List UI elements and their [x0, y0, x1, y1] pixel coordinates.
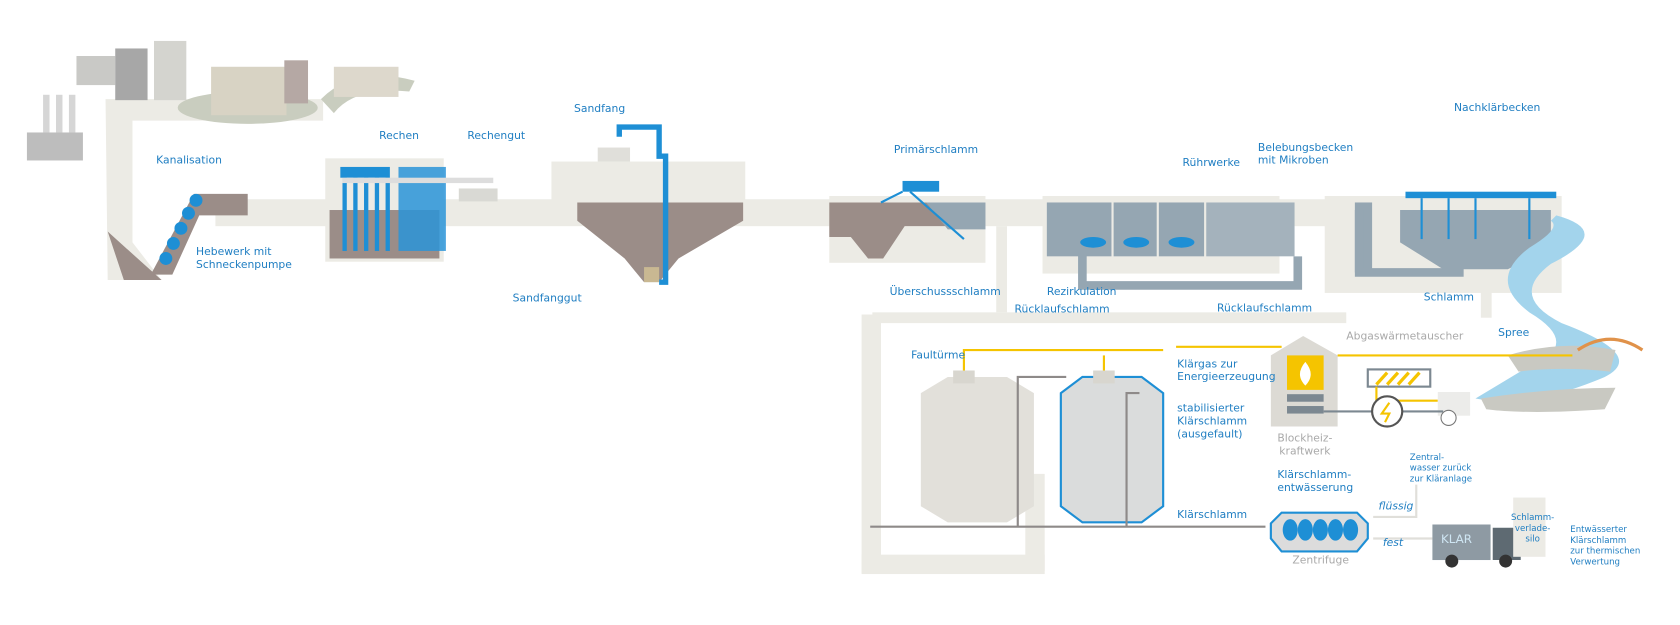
- label-sandfanggut: Sandfanggut: [512, 292, 582, 305]
- label-line: (ausgefault): [1177, 428, 1243, 441]
- return-sludge-channel: [872, 312, 1347, 324]
- label-line: kraftwerk: [1279, 445, 1331, 458]
- label-line: Klärgas zur: [1177, 358, 1238, 371]
- label-ruecklaufschlamm: Rücklaufschlamm: [1014, 303, 1110, 316]
- label-line: Zentral-: [1409, 452, 1445, 463]
- label-line: zur thermischen: [1570, 546, 1641, 556]
- label-line: stabilisierter: [1177, 402, 1245, 415]
- label-line: zur Kläranlage: [1409, 473, 1473, 484]
- label-line: mit Mikroben: [1257, 155, 1329, 167]
- label-klaerschlamm: Klärschlamm: [1177, 509, 1248, 522]
- klar-logo: KLAR: [1441, 532, 1473, 547]
- digesters: [870, 348, 1266, 528]
- label-line: wasser zurück: [1409, 463, 1472, 473]
- label-ruecklaufschlamm: Rücklaufschlamm: [1217, 302, 1313, 315]
- screen-rake: [329, 166, 498, 259]
- bridge: [1576, 337, 1644, 352]
- aeration-tanks: [1046, 202, 1303, 290]
- primary-clarifier: [829, 180, 986, 259]
- label-klaerschlammentwaesserung: Klärschlamm-entwässerung: [1277, 470, 1353, 496]
- label-line: Schlamm-: [1511, 512, 1555, 523]
- channels: [105, 99, 1562, 575]
- heat-exchanger: [1366, 368, 1432, 388]
- grit-chamber: [577, 124, 744, 285]
- label-fluessig: flüssig: [1378, 500, 1414, 513]
- aeration-basin: [1206, 202, 1295, 257]
- label-line: entwässerung: [1277, 482, 1354, 495]
- label-faultuerme: Faultürme: [911, 350, 966, 362]
- label-line: Belebungsbecken: [1257, 142, 1354, 155]
- label-schlammverladesilo: Schlamm-verlade-silo: [1511, 513, 1554, 545]
- label-primaerschlamm: Primärschlamm: [893, 144, 979, 157]
- label-rezirkulation: Rezirkulation: [1046, 286, 1117, 299]
- label-line: Verwertung: [1570, 556, 1620, 567]
- clarifier-bridge: [1405, 191, 1557, 199]
- city-illustration: [26, 40, 415, 161]
- label-line: Entwässerter: [1570, 524, 1627, 535]
- label-schlamm: Schlamm: [1423, 291, 1474, 304]
- label-zentrifuge: Zentrifuge: [1292, 554, 1349, 567]
- label-line: verlade-: [1514, 523, 1551, 534]
- screw-pump: [107, 193, 248, 281]
- label-blockheizkraftwerk: Blockheiz-kraftwerk: [1277, 433, 1332, 459]
- screenings-bin: [458, 188, 498, 202]
- label-fest: fest: [1382, 537, 1404, 550]
- label-sandfang: Sandfang: [574, 103, 626, 116]
- label-line: Hebewerk mit: [196, 246, 272, 259]
- factory: [26, 132, 83, 161]
- label-ueberschussschlamm: Überschussschlamm: [889, 286, 1001, 299]
- stirrer-icons: [1080, 236, 1195, 248]
- label-rechengut: Rechengut: [467, 130, 526, 143]
- label-line: Blockheiz-: [1277, 432, 1333, 445]
- label-line: Klärschlamm: [1177, 415, 1248, 428]
- scraper-bridge: [902, 180, 940, 192]
- radiator-icon: [1437, 392, 1471, 416]
- label-rechen: Rechen: [379, 130, 419, 143]
- riverbank: [1480, 387, 1616, 412]
- label-kanalisation: Kanalisation: [156, 155, 222, 167]
- label-line: Klärschlamm-: [1277, 469, 1352, 482]
- label-ruehrwerke: Rührwerke: [1182, 157, 1240, 170]
- final-clarifier: [1354, 191, 1557, 277]
- riverbank: [1507, 345, 1616, 372]
- label-nachklaerbecken: Nachklärbecken: [1453, 102, 1541, 115]
- label-spree: Spree: [1498, 327, 1530, 340]
- centrifuge: [1269, 484, 1433, 553]
- label-abgaswaermetauscher: Abgaswärmetauscher: [1346, 330, 1464, 343]
- label-line: Energieerzeugung: [1177, 371, 1276, 384]
- generator-icon: [1371, 395, 1404, 428]
- chp-plant: [1176, 336, 1573, 428]
- sludge-silo: [1513, 497, 1546, 557]
- label-line: Schneckenpumpe: [196, 259, 292, 272]
- label-line: Klärschlamm: [1570, 535, 1627, 545]
- label-line: silo: [1525, 534, 1540, 544]
- lightbulb-icon: [1440, 409, 1457, 426]
